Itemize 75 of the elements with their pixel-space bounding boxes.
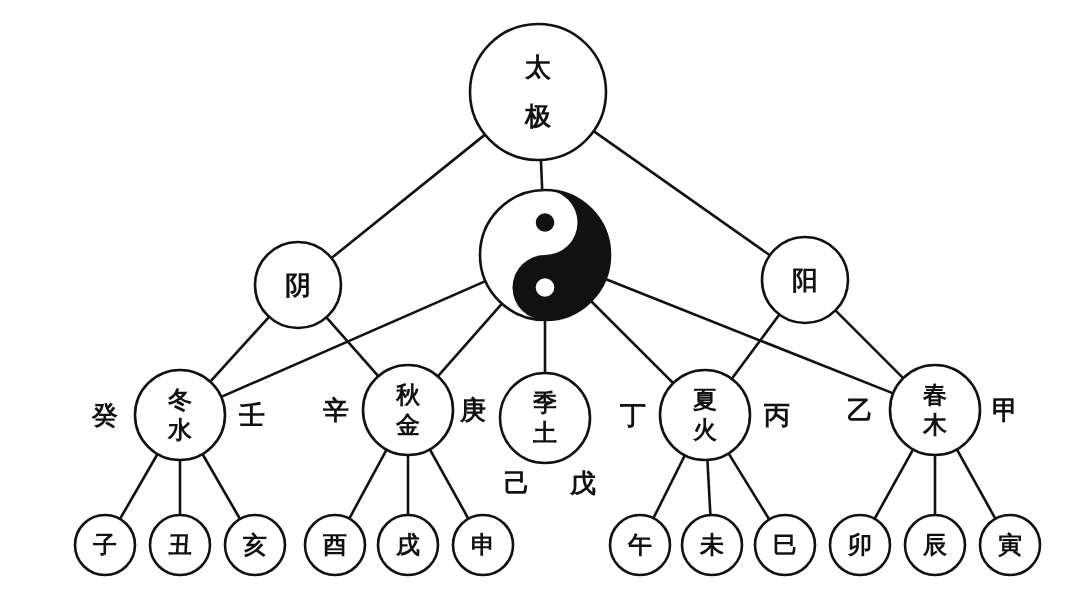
stem-label: 丁 — [620, 402, 646, 428]
node-label: 戌 — [395, 533, 421, 557]
node-label: 巳 — [772, 533, 798, 557]
stem-label: 甲 — [992, 397, 1018, 423]
connector-line — [325, 316, 380, 378]
connector-line — [543, 320, 547, 373]
connector-line — [730, 313, 781, 380]
connector-line — [706, 459, 712, 516]
node-label: 秋金 — [395, 380, 421, 440]
stem-label: 壬 — [239, 402, 265, 428]
connector-line — [178, 460, 182, 515]
connector-line — [834, 309, 905, 380]
stem-label: 癸 — [92, 402, 118, 428]
connector-line — [209, 315, 271, 383]
connector-line — [428, 448, 470, 520]
node-label: 阳 — [791, 267, 819, 293]
node-label: 卯 — [847, 533, 873, 557]
node-label: 辰 — [922, 533, 948, 557]
node-label: 子 — [92, 533, 118, 557]
node-label: 丑 — [167, 533, 193, 557]
connector-line — [652, 454, 687, 519]
connector-line — [590, 300, 675, 385]
connector-line — [330, 133, 486, 260]
circle-node — [133, 368, 227, 462]
node-label: 季土 — [532, 388, 558, 448]
connector-line — [348, 448, 388, 520]
circle-node — [376, 513, 440, 577]
circle-node — [451, 513, 515, 577]
node-label: 酉 — [322, 533, 348, 557]
stem-label: 庚 — [460, 397, 486, 423]
circle-node — [680, 513, 744, 577]
connector-line — [727, 452, 771, 521]
connector-line — [539, 159, 544, 191]
connector-line — [201, 453, 242, 520]
circle-node — [73, 513, 137, 577]
node-label: 太极 — [524, 50, 552, 133]
node-label: 申 — [470, 533, 496, 557]
circle-node — [148, 513, 212, 577]
node-label: 寅 — [997, 533, 1023, 557]
node-label: 阴 — [284, 272, 312, 298]
stem-label: 己 — [504, 470, 530, 496]
stem-label: 乙 — [847, 397, 873, 423]
connector-line — [604, 277, 894, 395]
node-label: 亥 — [242, 533, 268, 557]
node-label: 冬水 — [167, 385, 193, 445]
node-label: 午 — [626, 533, 653, 557]
node-label: 春木 — [922, 380, 948, 440]
circle-node — [760, 235, 850, 325]
connector-line — [406, 455, 410, 515]
yin-yang-icon — [478, 188, 612, 322]
circle-node — [253, 240, 343, 330]
circle-node — [828, 513, 892, 577]
circle-node — [658, 368, 752, 462]
connector-line — [436, 302, 503, 378]
circle-node — [223, 513, 287, 577]
circle-node — [608, 513, 672, 577]
circle-node — [498, 371, 592, 465]
connector-line — [955, 448, 997, 520]
connector-line — [592, 130, 771, 257]
node-label: 未 — [699, 533, 725, 557]
circle-node — [903, 513, 967, 577]
stem-label: 辛 — [323, 397, 349, 423]
circle-node — [888, 363, 982, 457]
stem-label: 丙 — [764, 402, 790, 428]
connector-line — [873, 448, 915, 520]
stem-label: 戊 — [570, 470, 596, 496]
circle-node — [753, 513, 817, 577]
connector-line — [220, 279, 486, 399]
circle-node — [468, 22, 608, 162]
node-label: 夏火 — [692, 385, 718, 445]
circle-node — [303, 513, 367, 577]
connector-line — [118, 453, 159, 520]
circle-node — [361, 363, 455, 457]
connector-line — [933, 455, 937, 515]
circle-node — [978, 513, 1042, 577]
